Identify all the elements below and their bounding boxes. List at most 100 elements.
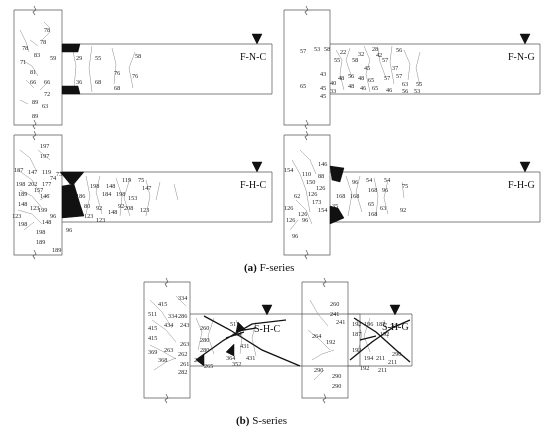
load-value: 46 <box>360 85 366 92</box>
column-outline <box>283 9 331 126</box>
load-value: 126 <box>316 185 325 192</box>
load-value: 45 <box>364 65 370 72</box>
crushing-zone-bottom <box>61 183 85 219</box>
load-value: 154 <box>284 167 293 174</box>
crushing-zone-top <box>329 165 345 183</box>
load-value: 92 <box>96 205 102 212</box>
load-value: 65 <box>368 201 374 208</box>
column-outline <box>301 281 349 399</box>
load-value: 71 <box>20 59 26 66</box>
load-value: 65 <box>300 83 306 90</box>
load-value: 59 <box>50 55 56 62</box>
specimen-label: F-N-C <box>240 52 266 63</box>
load-value: 57 <box>396 73 402 80</box>
load-value: 22 <box>340 49 346 56</box>
load-value: 46 <box>386 87 392 94</box>
load-value: 431 <box>240 343 249 350</box>
load-value: 92 <box>400 207 406 214</box>
load-value: 96 <box>50 213 56 220</box>
load-value: 63 <box>402 81 408 88</box>
load-value: 203 <box>390 323 399 330</box>
load-value: 260 <box>200 325 209 332</box>
load-value: 35 <box>332 203 338 210</box>
load-value: 334 <box>168 313 177 320</box>
load-value: 197 <box>40 153 49 160</box>
load-value: 415 <box>148 335 157 342</box>
load-value: 75 <box>138 177 144 184</box>
load-value: 76 <box>114 70 120 77</box>
load-value: 147 <box>28 169 37 176</box>
load-value: 57 <box>382 57 388 64</box>
load-value: 57 <box>300 48 306 55</box>
load-arrow-icon <box>519 33 531 45</box>
load-value: 177 <box>42 181 51 188</box>
load-value: 68 <box>114 85 120 92</box>
load-value: 148 <box>108 209 117 216</box>
load-value: 56 <box>402 88 408 95</box>
break-mark <box>304 5 309 16</box>
load-value: 110 <box>302 171 311 178</box>
crushing-zone-bottom <box>329 205 345 225</box>
main-diagonal-cracks <box>195 315 301 367</box>
load-value: 511 <box>230 321 239 328</box>
load-value: 62 <box>294 193 300 200</box>
break-mark <box>304 249 309 260</box>
load-value: 123 <box>30 205 39 212</box>
load-value: 65 <box>368 77 374 84</box>
load-value: 189 <box>36 239 45 246</box>
load-value: 63 <box>380 205 386 212</box>
specimen-f-h-g: F-H-G 146 154 110 88 150 126 62 126 173 … <box>283 130 541 260</box>
load-value: 54 <box>366 177 372 184</box>
load-value: 58 <box>135 53 141 60</box>
load-value: 123 <box>96 217 105 224</box>
load-value: 28 <box>372 46 378 53</box>
load-value: 369 <box>148 349 157 356</box>
load-value: 78 <box>44 27 50 34</box>
column-outline <box>13 9 63 126</box>
load-value: 260 <box>330 301 339 308</box>
load-arrow-icon <box>251 161 263 173</box>
load-value: 119 <box>42 169 51 176</box>
load-value: 153 <box>128 195 137 202</box>
load-value: 192 <box>380 331 389 338</box>
load-value: 53 <box>314 46 320 53</box>
specimen-label: F-H-G <box>508 180 535 191</box>
load-value: 148 <box>42 219 51 226</box>
load-value: 55 <box>95 55 101 62</box>
load-value: 83 <box>34 52 40 59</box>
load-value: 263 <box>164 347 173 354</box>
load-value: 187 <box>376 321 385 328</box>
load-value: 75 <box>402 183 408 190</box>
load-value: 74 <box>50 175 56 182</box>
load-value: 265 <box>204 363 213 370</box>
load-value: 192 <box>360 365 369 372</box>
break-mark <box>304 130 309 141</box>
load-value: 189 <box>18 191 27 198</box>
load-value: 96 <box>352 179 358 186</box>
load-value: 194 <box>364 355 373 362</box>
load-value: 146 <box>318 161 327 168</box>
load-value: 96 <box>292 233 298 240</box>
load-value: 76 <box>132 73 138 80</box>
load-value: 511 <box>148 311 157 318</box>
load-value: 33 <box>330 88 336 95</box>
load-value: 262 <box>178 351 187 358</box>
load-value: 65 <box>372 85 378 92</box>
load-value: 96 <box>66 227 72 234</box>
load-value: 290 <box>332 373 341 380</box>
caption-b-text: S-series <box>252 415 287 427</box>
break-mark <box>322 277 327 288</box>
column-outline <box>143 281 191 399</box>
load-value: 68 <box>95 79 101 86</box>
load-value: 168 <box>368 187 377 194</box>
load-value: 72 <box>44 91 50 98</box>
break-mark <box>304 119 309 130</box>
load-value: 243 <box>180 322 189 329</box>
load-value: 431 <box>246 355 255 362</box>
load-value: 126 <box>308 191 317 198</box>
break-mark <box>32 249 37 260</box>
crushing-zone-top <box>59 171 85 185</box>
load-value: 78 <box>40 39 46 46</box>
load-value: 148 <box>106 183 115 190</box>
